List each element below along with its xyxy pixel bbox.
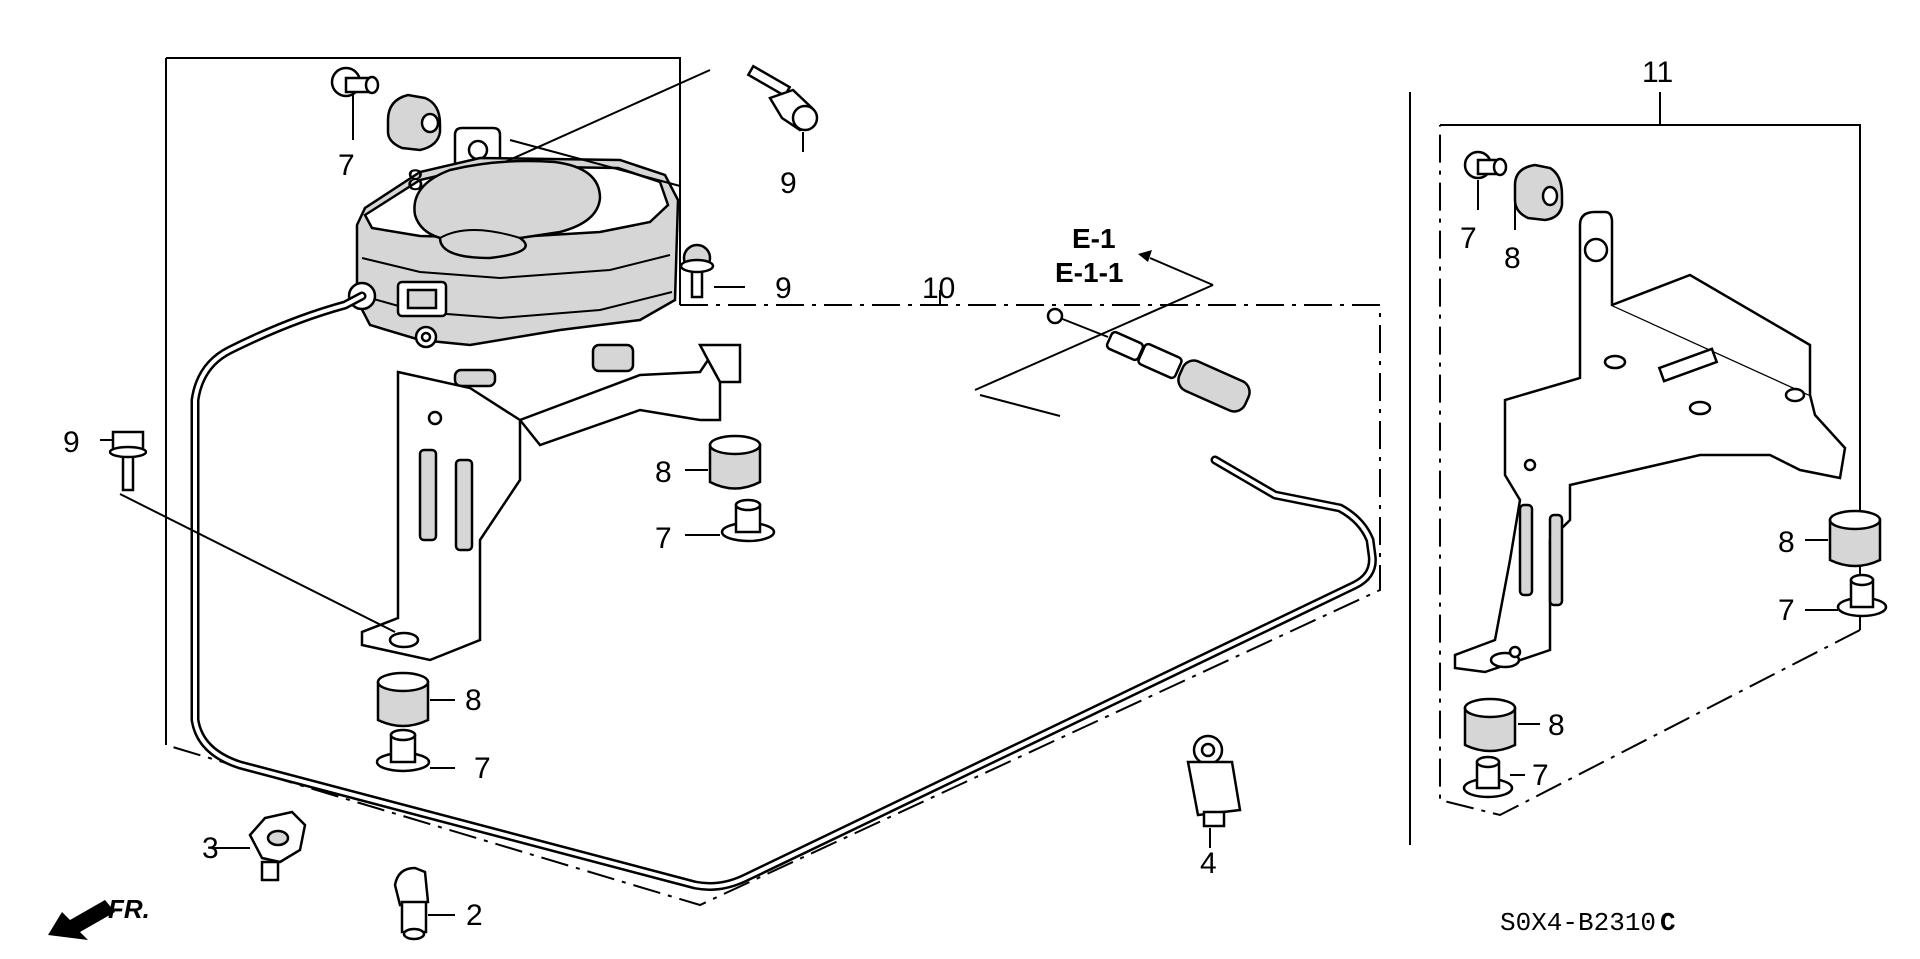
- callout-labels: 7 8 9 9 9 10 8 7 8 7 3 2 4 11 7 8 8 7 8 …: [63, 56, 1795, 932]
- callout-9-mid: 9: [775, 272, 792, 305]
- bolt-9-left: [108, 430, 148, 492]
- callout-9-left: 9: [63, 426, 80, 459]
- kit-collar-7-low: [1462, 755, 1514, 799]
- grommet-8-top: [386, 93, 442, 152]
- reference-e-1: E-1: [1072, 223, 1116, 254]
- callout-11: 11: [1642, 56, 1673, 89]
- kit-collar-7-top: [1463, 150, 1508, 180]
- bolt-9-mid: [679, 243, 715, 299]
- clip-4: [1186, 734, 1242, 828]
- callout-7-kit-mid: 7: [1778, 594, 1795, 627]
- callout-7-mid: 7: [655, 522, 672, 555]
- kit-grommet-8-top: [1513, 163, 1564, 222]
- callout-8-kit-mid: 8: [1778, 526, 1795, 559]
- actuator-cable: [190, 291, 1377, 891]
- callout-8-mid: 8: [655, 456, 672, 489]
- grommet-8-mid: [708, 434, 762, 490]
- kit-collar-7-mid: [1836, 573, 1888, 618]
- main-assembly-boundary: [165, 57, 1381, 907]
- kit-grommet-8-mid: [1828, 509, 1882, 568]
- kit-11-bracket: [1453, 210, 1847, 674]
- reference-e-1-1: E-1-1: [1055, 257, 1123, 288]
- callout-8-kit-low: 8: [1548, 709, 1565, 742]
- callout-3: 3: [202, 832, 219, 865]
- callout-7-top: 7: [338, 149, 355, 182]
- front-label: FR.: [108, 894, 150, 924]
- callout-4: 4: [1200, 847, 1217, 880]
- kit-grommet-8-low: [1463, 697, 1517, 753]
- callout-8-top: 8: [407, 164, 424, 197]
- collar-7-top: [330, 66, 380, 98]
- front-direction-arrow-icon: FR.: [48, 894, 150, 940]
- callout-9-top: 9: [780, 167, 797, 200]
- kit-11-boundary: [1409, 92, 1861, 845]
- callout-7-kit-low: 7: [1532, 759, 1549, 792]
- collar-7-mid: [720, 498, 776, 543]
- callout-ticks: [100, 132, 1838, 916]
- callout-10: 10: [922, 272, 955, 305]
- callout-7-kit-top: 7: [1460, 222, 1477, 255]
- callout-8-kit-top: 8: [1504, 242, 1521, 275]
- collar-7-low: [375, 728, 431, 773]
- bolt-9-top: [746, 64, 819, 132]
- callout-7-low: 7: [474, 752, 491, 785]
- leader-lines: [119, 69, 1214, 633]
- cruise-actuator: [347, 126, 742, 662]
- callout-8-low: 8: [465, 684, 482, 717]
- clip-3: [248, 810, 307, 882]
- clip-2: [393, 866, 430, 941]
- grommet-8-low: [376, 671, 430, 728]
- section-reference: E-1 E-1-1: [1055, 223, 1123, 288]
- callout-2: 2: [466, 899, 483, 932]
